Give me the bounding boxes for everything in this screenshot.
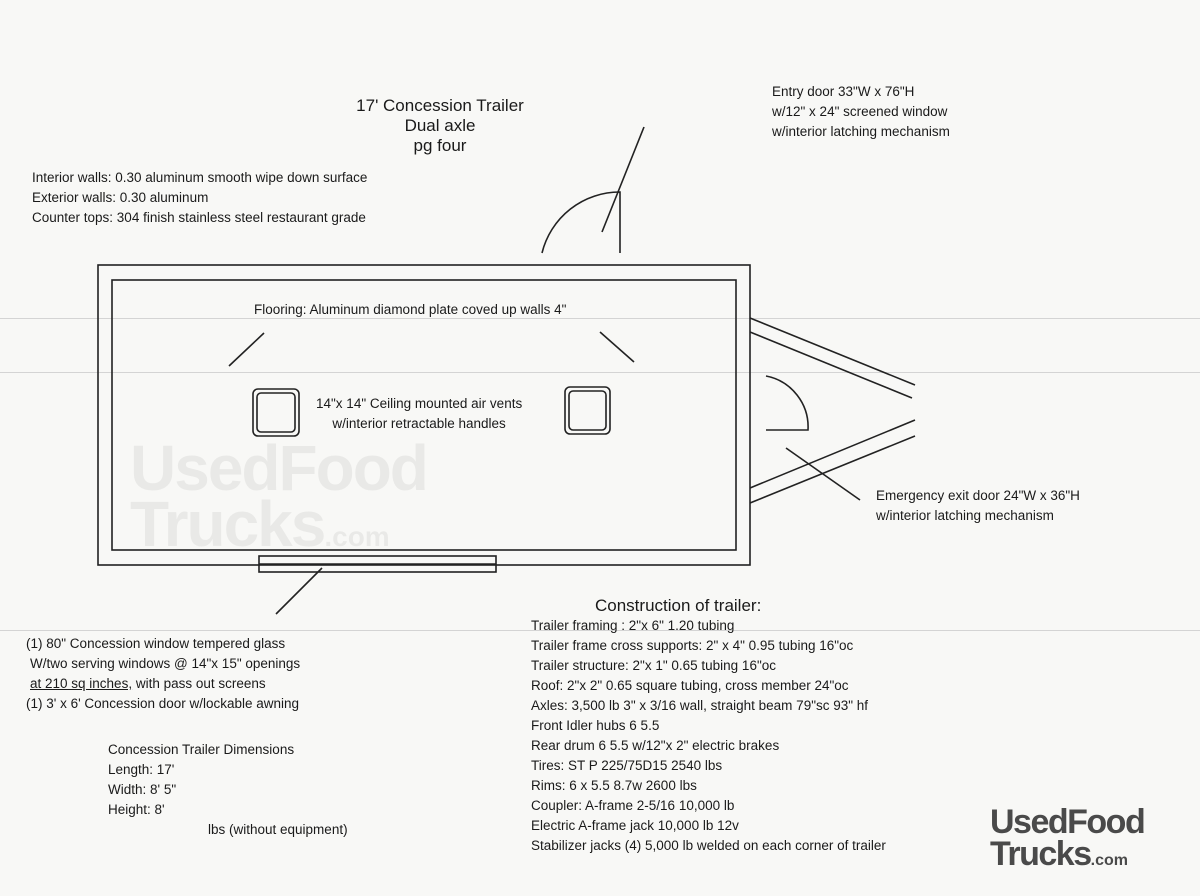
air-vent-left-inner — [256, 392, 296, 433]
a-frame-hitch — [749, 317, 916, 504]
leader-line — [601, 126, 645, 233]
air-vent-right-inner — [568, 390, 607, 431]
air-vent-left — [252, 388, 300, 437]
emergency-door-note: Emergency exit door 24"W x 36"H w/interi… — [876, 488, 1080, 523]
trailer-inner-wall — [111, 279, 737, 551]
scan-artifact-line — [0, 630, 1200, 631]
leader-line — [785, 447, 861, 501]
entry-door-note: Entry door 33"W x 76"H w/12" x 24" scree… — [772, 84, 950, 139]
dimensions-block: Concession Trailer Dimensions Length: 17… — [108, 742, 348, 837]
trailer-outer-wall — [97, 264, 751, 566]
watermark: UsedFood Trucks.com — [130, 432, 429, 560]
emergency-door-swing — [765, 375, 809, 431]
concession-window-note: (1) 80" Concession window tempered glass… — [26, 636, 301, 711]
air-vent-right — [564, 386, 611, 435]
air-vents-note: 14"x 14" Ceiling mounted air vents w/int… — [316, 396, 523, 431]
leader-line — [228, 332, 265, 367]
leader-line — [275, 567, 323, 615]
usedfoodtrucks-logo: UsedFood Trucks.com — [990, 803, 1146, 873]
construction-specs: Construction of trailer: Trailer framing… — [531, 596, 886, 853]
flooring-note: Flooring: Aluminum diamond plate coved u… — [254, 302, 567, 317]
page-title: 17' Concession Trailer Dual axle pg four — [356, 96, 524, 155]
materials-notes: Interior walls: 0.30 aluminum smooth wip… — [32, 170, 368, 225]
entry-door-swing — [541, 191, 621, 254]
leader-line — [599, 331, 635, 363]
scan-artifact-line — [0, 372, 1200, 373]
scan-artifact-line — [0, 318, 1200, 319]
